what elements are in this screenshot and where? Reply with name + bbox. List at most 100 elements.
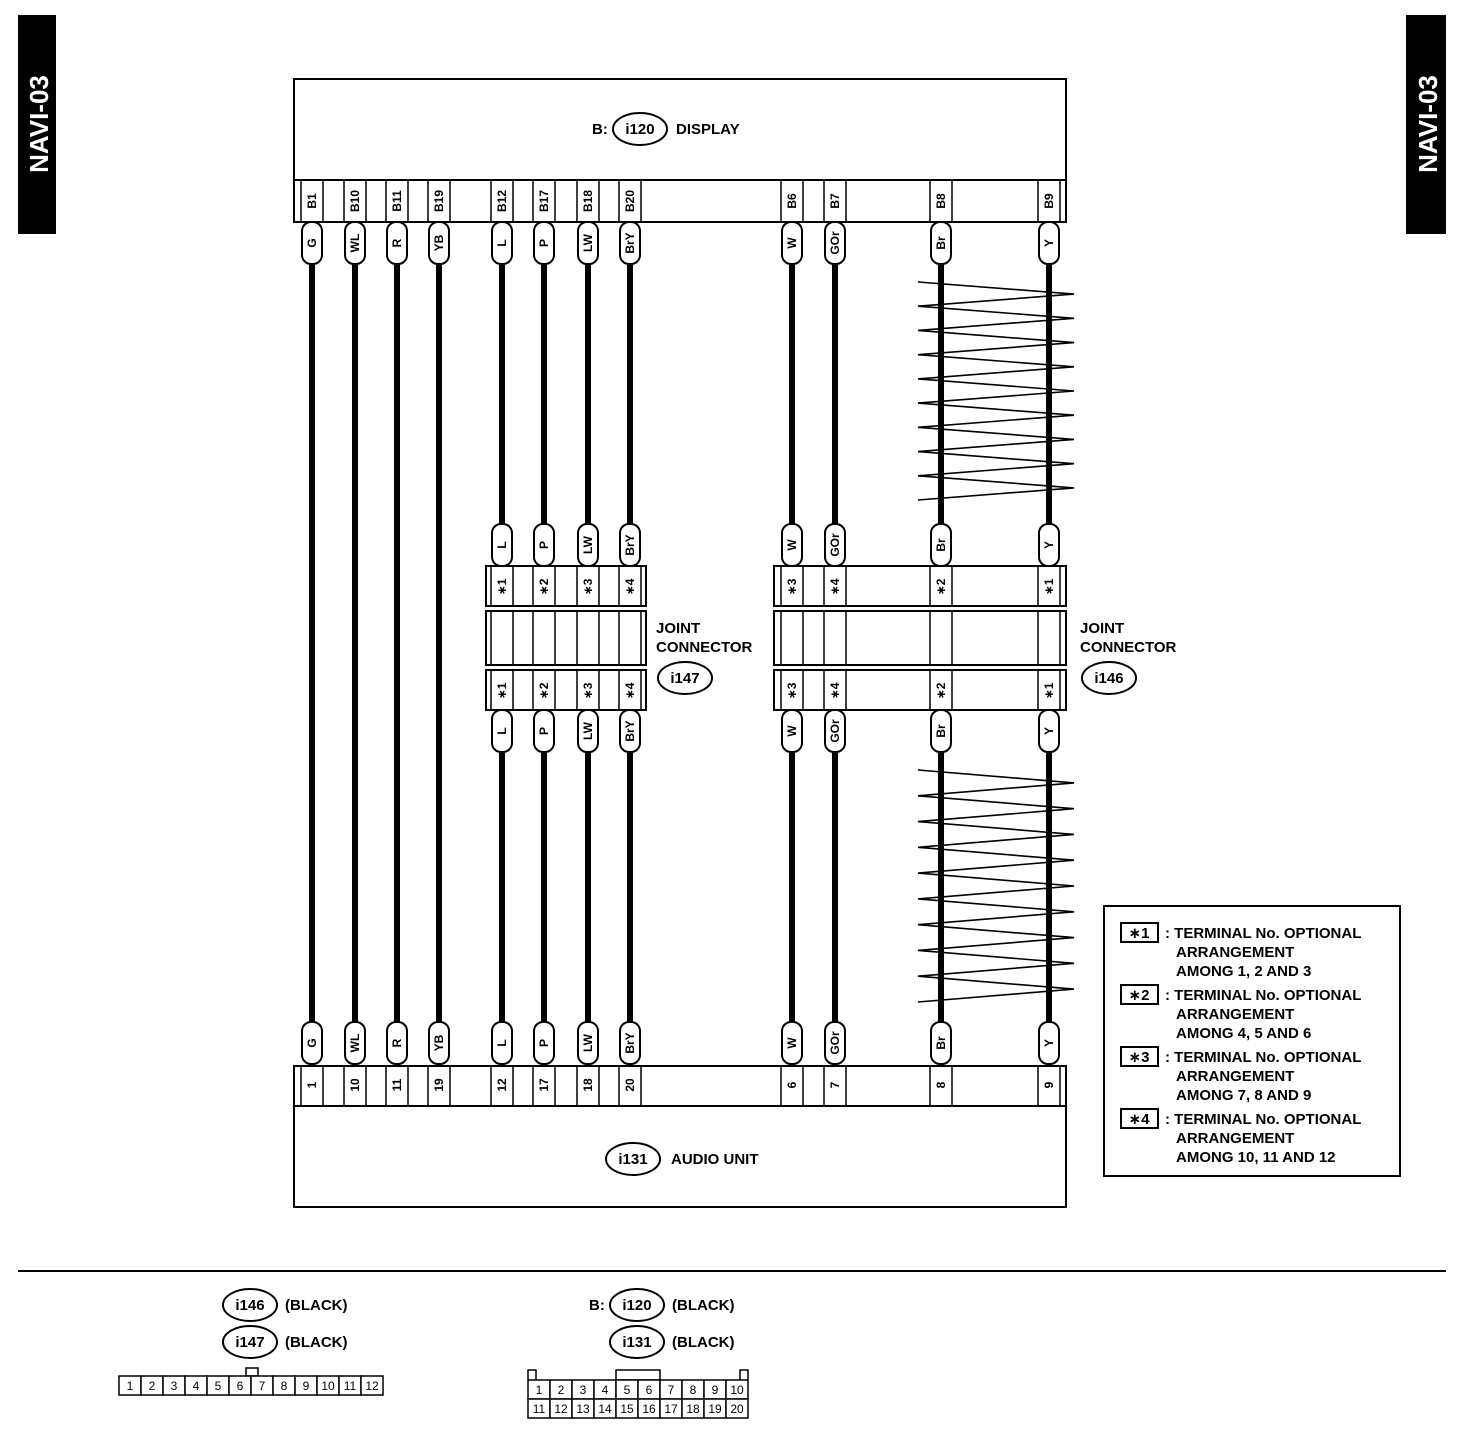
joint-grid-number: 1 — [127, 1379, 134, 1393]
unit-grid-number: 11 — [533, 1402, 546, 1416]
display-name: DISPLAY — [676, 121, 740, 138]
unit-grid-number: 4 — [602, 1383, 609, 1397]
wire-b12-color-top: L — [491, 221, 513, 265]
unit-grid-cell — [725, 1398, 749, 1419]
display-prefix: B: — [592, 121, 608, 138]
wire-b8-color-bottom: Br — [930, 1021, 952, 1065]
wire-b9-color-joint-lower-text: Y — [1042, 727, 1056, 735]
connector-badge-i120-view — [609, 1288, 665, 1322]
display-connector-code: i120 — [625, 121, 654, 138]
twisted-pair-upper — [917, 281, 1075, 501]
wire-b8-color-top: Br — [930, 221, 952, 265]
wire-b20-color-top: BrY — [619, 221, 641, 265]
connector-badge-i131 — [605, 1142, 661, 1176]
wire-b20-color-bottom: BrY — [619, 1021, 641, 1065]
connector-badge-i131-view — [609, 1325, 665, 1359]
unit-grid-number: 3 — [580, 1383, 587, 1397]
audio-pin-6: 6 — [785, 1081, 799, 1088]
wire-b12-color-bottom: L — [491, 1021, 513, 1065]
display-pin-b19: B19 — [432, 190, 446, 212]
wire-b7-joint-terminal-lower: ∗4 — [828, 682, 842, 699]
legend-line2-2: ARRANGEMENT — [1176, 1006, 1294, 1023]
view-i120-color: (BLACK) — [672, 1297, 734, 1314]
page-code-tab-right: NAVI-03 — [1406, 15, 1446, 234]
legend-key-1: ∗1 — [1129, 925, 1150, 942]
view-i147-code: i147 — [235, 1334, 264, 1351]
wire-b17-color-bottom-text: P — [537, 1039, 551, 1047]
wire-b8-joint-terminal-lower: ∗2 — [934, 682, 948, 699]
audio-pin-19: 19 — [432, 1078, 446, 1092]
page-code-tab-left: NAVI-03 — [18, 15, 56, 234]
wire-b20-color-joint-upper: BrY — [619, 523, 641, 567]
wire-b18-joint-terminal-lower: ∗3 — [581, 682, 595, 699]
wire-b7-color-joint-lower: GOr — [824, 709, 846, 753]
view-i146-code: i146 — [235, 1297, 264, 1314]
wire-b12-color-joint-lower: L — [491, 709, 513, 753]
wire-b12-joint-terminal-lower: ∗1 — [495, 682, 509, 699]
joint-i146-code: i146 — [1094, 670, 1123, 687]
joint-grid-number: 11 — [344, 1379, 357, 1393]
wire-b12-color-top-text: L — [495, 239, 509, 246]
wire-b10-color-top: WL — [344, 221, 366, 265]
wire-b6-color-top-text: W — [785, 237, 799, 249]
wire-b18-color-bottom-text: LW — [581, 1033, 595, 1052]
joint-grid-number: 6 — [237, 1379, 244, 1393]
audio-pin-12: 12 — [495, 1078, 509, 1092]
wire-b17-color-bottom: P — [533, 1021, 555, 1065]
wire-b11-color-bottom: R — [386, 1021, 408, 1065]
wire-b6-joint-terminal-lower: ∗3 — [785, 682, 799, 699]
legend-line3-3: AMONG 7, 8 AND 9 — [1176, 1087, 1311, 1104]
display-pin-b9: B9 — [1042, 193, 1056, 209]
view-i131-code: i131 — [622, 1334, 651, 1351]
view-i120-code: i120 — [622, 1297, 651, 1314]
wire-b11-color-bottom-text: R — [390, 1038, 404, 1047]
view-i131-color: (BLACK) — [672, 1334, 734, 1351]
wire-b12-color-joint-upper: L — [491, 523, 513, 567]
legend-line1-4: : TERMINAL No. OPTIONAL — [1165, 1111, 1361, 1128]
wire-b12-joint-terminal-upper: ∗1 — [495, 578, 509, 595]
display-pin-b1: B1 — [305, 193, 319, 209]
wire-b7-color-bottom: GOr — [824, 1021, 846, 1065]
wire-b10-color-bottom: WL — [344, 1021, 366, 1065]
wire-b7-joint-terminal-upper: ∗4 — [828, 578, 842, 595]
legend-item-1: ∗1 : TERMINAL No. OPTIONAL ARRANGEMENT A… — [1120, 922, 1361, 980]
legend-key-3: ∗3 — [1129, 1049, 1150, 1066]
wire-b18-color-joint-lower: LW — [577, 709, 599, 753]
wire-b18-color-joint-upper-text: LW — [581, 535, 595, 554]
wires-layer: B11GGB1010WLWLB1111RRB1919YBYBB1212LLL∗1… — [300, 180, 1075, 1106]
wire-b17-joint-terminal-upper: ∗2 — [537, 578, 551, 595]
audio-pin-20: 20 — [623, 1078, 637, 1092]
connector-badge-i147-view — [222, 1325, 278, 1359]
wire-b18-color-top: LW — [577, 221, 599, 265]
legend-line3-1: AMONG 1, 2 AND 3 — [1176, 963, 1311, 980]
wire-b9-color-joint-upper-text: Y — [1042, 541, 1056, 549]
audio-unit: i131 AUDIO UNIT — [293, 1065, 1067, 1208]
joint-grid-number: 3 — [171, 1379, 178, 1393]
joint-grid-number: 2 — [149, 1379, 156, 1393]
wire-b8-joint-terminal-upper: ∗2 — [934, 578, 948, 595]
unit-grid-number: 17 — [664, 1402, 678, 1416]
unit-grid-number: 13 — [576, 1402, 590, 1416]
wire-b9-color-top: Y — [1038, 221, 1060, 265]
display-pin-b6: B6 — [785, 193, 799, 209]
audio-pin-1: 1 — [305, 1081, 319, 1088]
page-code-right: NAVI-03 — [1413, 75, 1443, 173]
joint-connector-i146-label: JOINT CONNECTOR i146 — [1080, 620, 1177, 695]
wire-b6-color-joint-lower: W — [781, 709, 803, 753]
wire-b7-color-joint-upper-text: GOr — [828, 533, 842, 557]
legend-key-4: ∗4 — [1129, 1111, 1151, 1128]
wire-b18-joint-terminal-upper: ∗3 — [581, 578, 595, 595]
joint-grid-number: 12 — [365, 1379, 379, 1393]
wire-b6-color-joint-lower-text: W — [785, 725, 799, 737]
joint-connector-i147-label: JOINT CONNECTOR i147 — [656, 620, 753, 695]
joint-connector-i146-body — [773, 565, 1067, 711]
joint-grid-number: 10 — [321, 1379, 335, 1393]
wire-b8-color-joint-lower-text: Br — [934, 724, 948, 738]
wire-b8-color-joint-upper-text: Br — [934, 538, 948, 552]
display-pin-b11: B11 — [390, 190, 404, 212]
wire-b7-color-joint-upper: GOr — [824, 523, 846, 567]
joint-i147-line2: CONNECTOR — [656, 639, 753, 656]
wire-b20-joint-terminal-upper: ∗4 — [623, 578, 637, 595]
